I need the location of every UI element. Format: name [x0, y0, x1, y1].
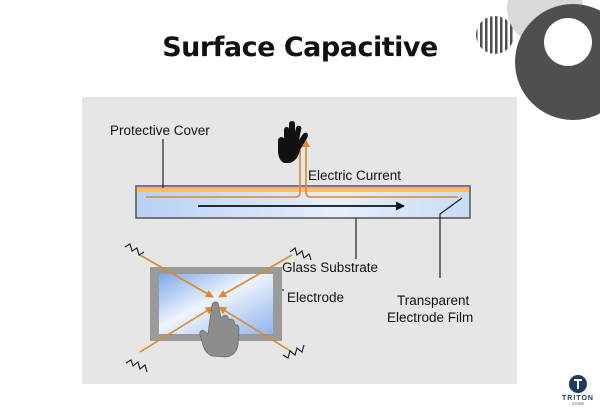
page-title: Surface Capacitive [162, 32, 438, 63]
finger-touch-icon [199, 301, 240, 358]
logo-name: TRITON [562, 395, 594, 402]
electrode-panel [124, 243, 312, 373]
logo-tagline: STORE [572, 402, 585, 406]
hand-pointer-icon [278, 121, 308, 163]
resistor-zigzag-icon [124, 243, 312, 373]
touch-panel-layers [135, 139, 471, 219]
corner-decoration [476, 0, 600, 120]
current-path-left [146, 139, 304, 198]
striped-circle-decoration [476, 16, 514, 54]
current-path-right [302, 139, 458, 198]
label-transparent-line1: Transparent [397, 293, 470, 308]
label-transparent-line2: Electrode Film [387, 310, 473, 325]
label-protective-cover: Protective Cover [110, 123, 210, 138]
label-electric-current: Electric Current [308, 168, 401, 183]
leader-transparent-film [439, 197, 463, 278]
triton-logo-icon: TRITON STORE [562, 375, 594, 406]
label-glass-substrate: Glass Substrate [282, 260, 378, 275]
label-electrode: Electrode [287, 290, 344, 305]
protective-cover-layer [136, 186, 470, 189]
